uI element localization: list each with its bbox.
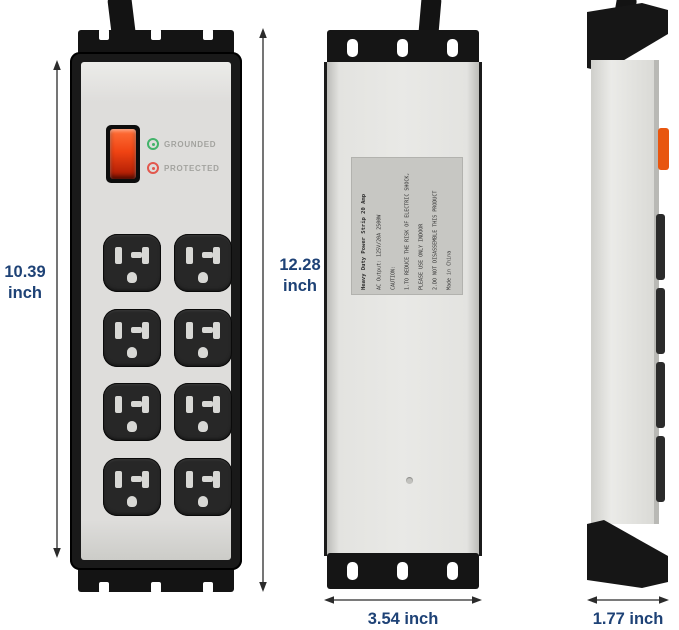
outlet-slot-hot <box>186 470 193 488</box>
outlet-slot-hot <box>186 247 193 264</box>
screw-notch <box>151 582 161 593</box>
side-housing <box>591 60 659 524</box>
outlet-ground-hole <box>127 272 137 283</box>
power-switch <box>106 125 140 183</box>
spec-label-line: Heavy Duty Power Strip 20 Amp <box>361 193 367 290</box>
front-face-panel: GROUNDED PROTECTED <box>81 62 232 560</box>
outlet-edge-segment <box>656 436 665 502</box>
outlet-slot-neutral <box>213 321 220 339</box>
outlet-slot-neutral <box>142 321 149 339</box>
mounting-slot <box>347 39 358 57</box>
outlet-slot-hot <box>115 247 122 264</box>
outlet-edge-segment <box>656 288 665 354</box>
grounded-label: GROUNDED <box>164 139 217 149</box>
outlet-slot-neutral <box>142 396 149 413</box>
spec-label-line: Made in China <box>446 250 453 290</box>
spec-label-line: 1.TO REDUCE THE RISK OF ELECTRIC SHOCK, <box>404 172 411 290</box>
screw-notch <box>203 29 213 40</box>
width-arrow <box>324 596 482 604</box>
outlet-slot-neutral-t <box>202 401 213 407</box>
mounting-slot <box>347 562 358 580</box>
spec-label-line: 2.DO NOT DISASSEMBLE THIS PRODUCT <box>432 190 439 290</box>
mounting-bracket-top-back <box>327 30 479 66</box>
outlet-slot-hot <box>115 470 122 488</box>
power-outlet <box>103 383 161 441</box>
outlet-slot-hot <box>115 396 122 413</box>
protected-led-icon <box>147 162 159 174</box>
side-view-graphic <box>587 0 669 588</box>
power-outlet <box>174 234 232 292</box>
mounting-slot <box>397 562 408 580</box>
outlet-slot-neutral-t <box>131 326 142 333</box>
mounting-bracket-bottom-side <box>587 520 668 588</box>
outlet-ground-hole <box>198 421 208 432</box>
dimension-label-total-height: 12.28 inch <box>279 256 321 295</box>
screw-notch <box>99 582 109 593</box>
outlet-grid <box>103 234 232 516</box>
depth-arrow <box>587 596 669 604</box>
side-view <box>584 0 672 592</box>
front-housing: GROUNDED PROTECTED <box>70 52 242 570</box>
outlet-slot-neutral-t <box>131 475 142 482</box>
rocker-switch-red <box>110 129 136 179</box>
outlet-slot-neutral-t <box>131 401 142 407</box>
indicator-hole <box>406 477 413 484</box>
outlet-slot-neutral-t <box>202 252 213 258</box>
outlet-slot-neutral <box>142 470 149 488</box>
screw-notch <box>203 582 213 593</box>
body-height-arrow <box>53 60 61 558</box>
outlet-ground-hole <box>127 421 137 432</box>
front-view: GROUNDED PROTECTED <box>70 0 242 593</box>
protected-indicator: PROTECTED <box>147 162 220 174</box>
outlet-slot-neutral <box>213 470 220 488</box>
spec-label-line: CAUTION: <box>390 265 397 290</box>
total-height-arrow <box>259 28 267 592</box>
dimension-label-body-height: 10.39 inch <box>4 263 46 302</box>
outlet-slot-neutral-t <box>131 252 142 258</box>
outlet-edge-segment <box>656 214 665 280</box>
back-housing: Heavy Duty Power Strip 20 Amp AC Output:… <box>324 62 482 556</box>
outlet-slot-neutral-t <box>202 475 213 482</box>
outlet-ground-hole <box>127 495 137 507</box>
grounded-led-icon <box>147 138 159 150</box>
outlet-slot-hot <box>186 396 193 413</box>
power-outlet <box>174 308 232 367</box>
mounting-bracket-top-side <box>587 3 668 72</box>
power-outlet <box>174 457 232 516</box>
outlet-edge-segment <box>656 362 665 428</box>
spec-label-line: AC Output: 125V/20A 2500W <box>376 214 383 290</box>
screw-notch <box>99 29 109 40</box>
power-outlet <box>103 234 161 292</box>
dimension-label-width: 3.54 inch <box>367 610 439 628</box>
outlet-slot-neutral <box>142 247 149 264</box>
power-switch-side <box>658 128 669 170</box>
outlet-ground-hole <box>198 495 208 507</box>
spec-label-line: PLEASE USE ONLY INDOOR <box>418 223 425 290</box>
outlet-ground-hole <box>127 346 137 358</box>
dimension-label-depth: 1.77 inch <box>592 610 664 628</box>
outlet-slot-neutral-t <box>202 326 213 333</box>
spec-label: Heavy Duty Power Strip 20 Amp AC Output:… <box>351 157 463 295</box>
power-outlet <box>103 308 161 367</box>
power-outlet <box>174 383 232 441</box>
outlet-slot-neutral <box>213 247 220 264</box>
outlet-ground-hole <box>198 346 208 358</box>
outlet-slot-hot <box>186 321 193 339</box>
mounting-slot <box>447 562 458 580</box>
mounting-slot <box>397 39 408 57</box>
mounting-bracket-bottom-back <box>327 553 479 589</box>
outlet-ground-hole <box>198 272 208 283</box>
outlet-slot-neutral <box>213 396 220 413</box>
back-view: Heavy Duty Power Strip 20 Amp AC Output:… <box>322 0 484 592</box>
outlet-slot-hot <box>115 321 122 339</box>
grounded-indicator: GROUNDED <box>147 138 216 150</box>
protected-label: PROTECTED <box>164 163 220 173</box>
mounting-slot <box>447 39 458 57</box>
power-outlet <box>103 457 161 516</box>
screw-notch <box>151 29 161 40</box>
